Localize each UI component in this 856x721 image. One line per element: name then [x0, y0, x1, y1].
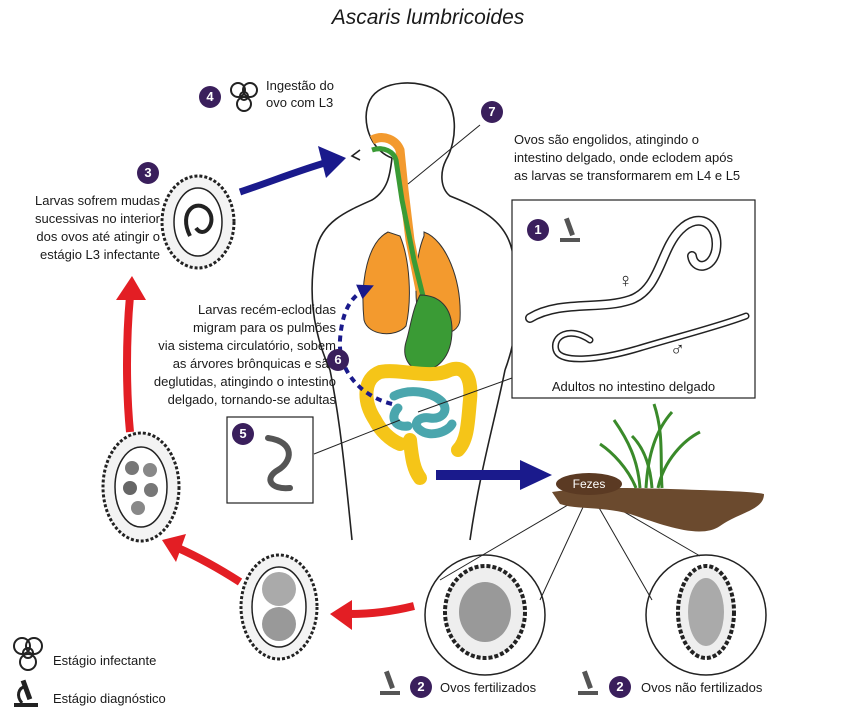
excretion-arrow-shaft: [436, 470, 524, 480]
cycle-arrowhead-a: [330, 600, 352, 630]
step2b-microscope-icon: [578, 670, 598, 695]
leader-line-7: [407, 124, 481, 185]
step-badge-1: 1: [527, 219, 549, 241]
colon: [359, 361, 478, 485]
step-badge-2b: 2: [609, 676, 631, 698]
step-badge-4: 4: [199, 86, 221, 108]
esophagus: [369, 133, 425, 291]
step4-label: Ingestão do ovo com L3: [266, 78, 334, 110]
egg-step3: [160, 174, 236, 270]
unfertilized-egg-content: [688, 578, 724, 646]
cycle-arrows: [123, 295, 415, 618]
step-badge-7: 7: [481, 101, 503, 123]
stomach: [404, 294, 453, 371]
cycle-arrowhead-b: [162, 534, 186, 562]
adults-caption: Adultos no intestino delgado: [551, 379, 716, 394]
fertilized-egg-yolk: [459, 582, 511, 642]
legend-diagnostic-label: Estágio diagnóstico: [53, 691, 166, 706]
microscope-icon: [14, 679, 38, 707]
soil-mound: [552, 488, 764, 532]
grass: [599, 403, 701, 489]
step7-label: Ovos são engolidos, atingindo o intestin…: [514, 132, 741, 183]
larva: [265, 435, 293, 492]
step-badge-3: 3: [137, 162, 159, 184]
step-badge-2a: 2: [410, 676, 432, 698]
female-worm-inner: [526, 217, 720, 322]
esophagus-inner: [371, 146, 427, 301]
male-symbol: ♂: [670, 339, 685, 361]
egg-embryonated: [101, 431, 181, 543]
human-body-outline: [311, 82, 519, 541]
male-worm-inner: [553, 314, 748, 361]
cycle-arrowhead-c: [116, 276, 146, 300]
step2b-label: Ovos não fertilizados: [641, 680, 763, 695]
leader-line-5: [313, 419, 401, 455]
biohazard-icon: [13, 637, 43, 671]
step2a-label: Ovos fertilizados: [440, 680, 537, 695]
larval-migration-path: [337, 284, 393, 406]
feces-label: Fezes: [556, 473, 622, 495]
ingestion-arrow: [238, 158, 329, 196]
female-symbol: ♀: [618, 270, 633, 292]
ingestion-arrowhead: [318, 146, 346, 178]
leader-line-adults: [417, 377, 513, 413]
step3-label: Larvas sofrem mudas sucessivas no interi…: [35, 193, 160, 262]
step4-biohazard-icon: [230, 82, 258, 112]
step6-label: Larvas recém-eclodidas migram para os pu…: [153, 302, 336, 407]
step1-microscope-icon: [560, 217, 580, 242]
step-badge-5: 5: [232, 423, 254, 445]
legend-infective-label: Estágio infectante: [53, 653, 157, 668]
step2a-microscope-icon: [380, 670, 400, 695]
step-badge-6: 6: [327, 349, 349, 371]
small-intestine: [389, 387, 457, 439]
diagram-title: Ascaris lumbricoides: [331, 6, 525, 29]
egg-two-cell: [239, 553, 319, 661]
excretion-arrowhead: [520, 460, 552, 490]
